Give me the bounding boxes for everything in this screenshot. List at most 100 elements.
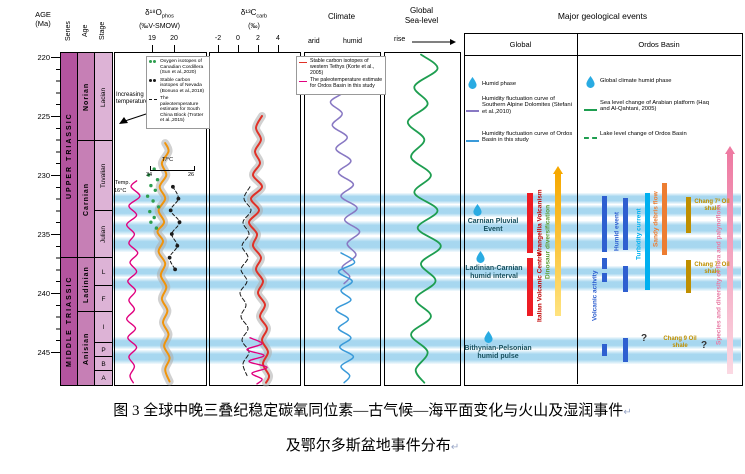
- arrow-head-icon: [553, 166, 563, 174]
- purple-line-icon: [466, 110, 479, 112]
- d13c-title-sub: carb: [256, 13, 268, 20]
- age-major-tick: [51, 57, 60, 58]
- age-tick-label: 230: [37, 171, 50, 180]
- oil-shale-bar: [686, 197, 691, 233]
- arrow-head-icon: [725, 146, 735, 154]
- d18o-axis-tick: [174, 45, 175, 52]
- sandy-debris-flow-bar: [662, 183, 667, 255]
- age-tick-label: 225: [37, 112, 50, 121]
- temperature-scale-value: 26: [188, 172, 195, 178]
- age-major-tick: [51, 352, 60, 353]
- blue-line-icon: [466, 140, 479, 142]
- curves-d13c: [239, 112, 274, 387]
- bithynian-pelsonian-humid-label: Bithynian-Pelsonian humid pulse: [464, 345, 532, 360]
- age-axis-header: AGE (Ma): [24, 10, 62, 28]
- volcanic-activity-bar: [602, 273, 607, 282]
- magenta-line-icon: [299, 78, 308, 90]
- stage-cell-lacian: Lacian: [94, 52, 113, 142]
- legend-text: Stable carbon isotopes of western Tethys…: [310, 58, 375, 76]
- stage-cell-julian: Julian: [94, 210, 113, 259]
- volcanic-activity-label: Volcanic activity: [591, 270, 599, 322]
- humid-event-bar: [623, 338, 628, 362]
- d13c-axis-tick: [258, 45, 259, 52]
- sea-title-line1: Global: [409, 6, 434, 15]
- wrangellia-volcanism-bar: [527, 193, 533, 253]
- age-major-tick: [51, 234, 60, 235]
- curves-d18o: [126, 139, 182, 386]
- d13c-legend-box: Stable carbon isotopes of western Tethys…: [296, 56, 386, 95]
- species-diversity-arrow: [725, 146, 735, 374]
- stage-cell-f: F: [94, 285, 113, 313]
- age-axis-unit: (Ma): [35, 19, 51, 28]
- turbidity-current-label: Turbidity current: [635, 208, 643, 260]
- age-tick-label: 220: [37, 53, 50, 62]
- age-tick-label: 235: [37, 230, 50, 239]
- return-mark: ↵: [450, 442, 460, 453]
- d13c-axis-tick-label: 0: [236, 35, 240, 42]
- temperature-scale-tick: [150, 166, 151, 171]
- humid-band: [111, 221, 741, 235]
- arrow-shaft: [727, 154, 733, 374]
- d13c-axis-tick: [278, 45, 279, 52]
- temperature-scale-axis: [150, 170, 195, 171]
- legend-item: Oxygen isotopes of Canadian Cordillera (…: [149, 59, 207, 76]
- stage-cell-i: I: [94, 311, 113, 344]
- global-humid-droplet-icon: [586, 76, 595, 88]
- oil-shale-bar: [686, 260, 691, 293]
- d13c-axis-tick-label: -2: [214, 35, 222, 42]
- volcanic-activity-bar: [602, 196, 607, 252]
- sea-level-panel: [384, 52, 461, 386]
- sea-level-title: Global Sea-level: [384, 6, 459, 25]
- green-dashed-line-icon: [584, 137, 597, 139]
- volcanic-activity-bar: [602, 344, 607, 356]
- age-major-tick: [51, 175, 60, 176]
- d18o-title-sub: phos: [161, 13, 174, 20]
- caption-line-2: 及鄂尔多斯盆地事件分布↵: [0, 434, 745, 455]
- d18o-axis-tick: [152, 45, 153, 52]
- age-tick-label: 245: [37, 348, 50, 357]
- legend-text: Lake level change of Ordos Basin: [600, 131, 687, 137]
- age-major-tick: [51, 116, 60, 117]
- turbidity-current-bar: [645, 193, 650, 290]
- arrow-shaft: [555, 174, 561, 316]
- d13c-axis-tick: [218, 45, 219, 52]
- caption-text-1: 图 3 全球中晚三叠纪稳定碳氧同位素—古气候—海平面变化与火山及湿润事件: [113, 403, 624, 419]
- d18o-axis-tick-label: 19: [148, 35, 156, 42]
- sea-title-line2: Sea-level: [404, 15, 439, 25]
- volcanic-activity-bar: [602, 258, 607, 269]
- d13c-panel: [209, 52, 301, 386]
- d13c-title: δ¹³Ccarb (‰): [207, 8, 301, 32]
- legend-item: Stable carbon isotopes of Nevada (Bonuso…: [149, 78, 207, 95]
- ladinian-carnian-humid-label: Ladinian-Carnian humid interval: [465, 265, 523, 280]
- sandy-debris-flow-label: Sandy debris flow: [652, 191, 660, 247]
- d18o-axis-tick-label: 20: [170, 35, 178, 42]
- chang-73-oil-shale-label: Chang 7³ Oil shale: [694, 199, 730, 212]
- red-line-icon: [299, 59, 308, 76]
- bithynian-pelsonian-droplet-icon: [484, 331, 493, 343]
- legend-item: The paleotemperature estimate for South …: [149, 96, 207, 124]
- d18o-legend-box: Oxygen isotopes of Canadian Cordillera (…: [146, 56, 210, 129]
- age-axis-label: AGE: [35, 10, 51, 19]
- d13c-axis-tick: [238, 45, 239, 52]
- age-tick-label: 240: [37, 289, 50, 298]
- humid-band: [111, 193, 741, 204]
- stage-column-header: Stage: [99, 21, 106, 41]
- humid-event-label: Humid event: [613, 211, 621, 251]
- curves-climate: [329, 73, 361, 384]
- stage-cell-a: A: [94, 370, 113, 386]
- temperature-scale-value: 34: [146, 172, 153, 178]
- legend-text: The paleotemperature estimate for Ordos …: [310, 77, 383, 90]
- question-mark: ?: [701, 340, 708, 351]
- series-column-header: Series: [65, 21, 72, 41]
- temp-value: 16°C: [114, 188, 127, 194]
- return-mark: ↵: [623, 407, 632, 418]
- chang-72-oil-shale-label: Chang 7² Oil shale: [694, 262, 730, 275]
- dinosaur-diversification-arrow: [553, 166, 563, 316]
- age-major-tick: [51, 293, 60, 294]
- legend-text: Sea level change of Arabian platform (Ha…: [600, 100, 709, 113]
- d13c-unit: (‰): [248, 23, 260, 31]
- ordos-basin-header: Ordos Basin: [638, 40, 680, 49]
- temperature-scale-tick: [194, 166, 195, 171]
- age-column-header: Age: [82, 24, 89, 38]
